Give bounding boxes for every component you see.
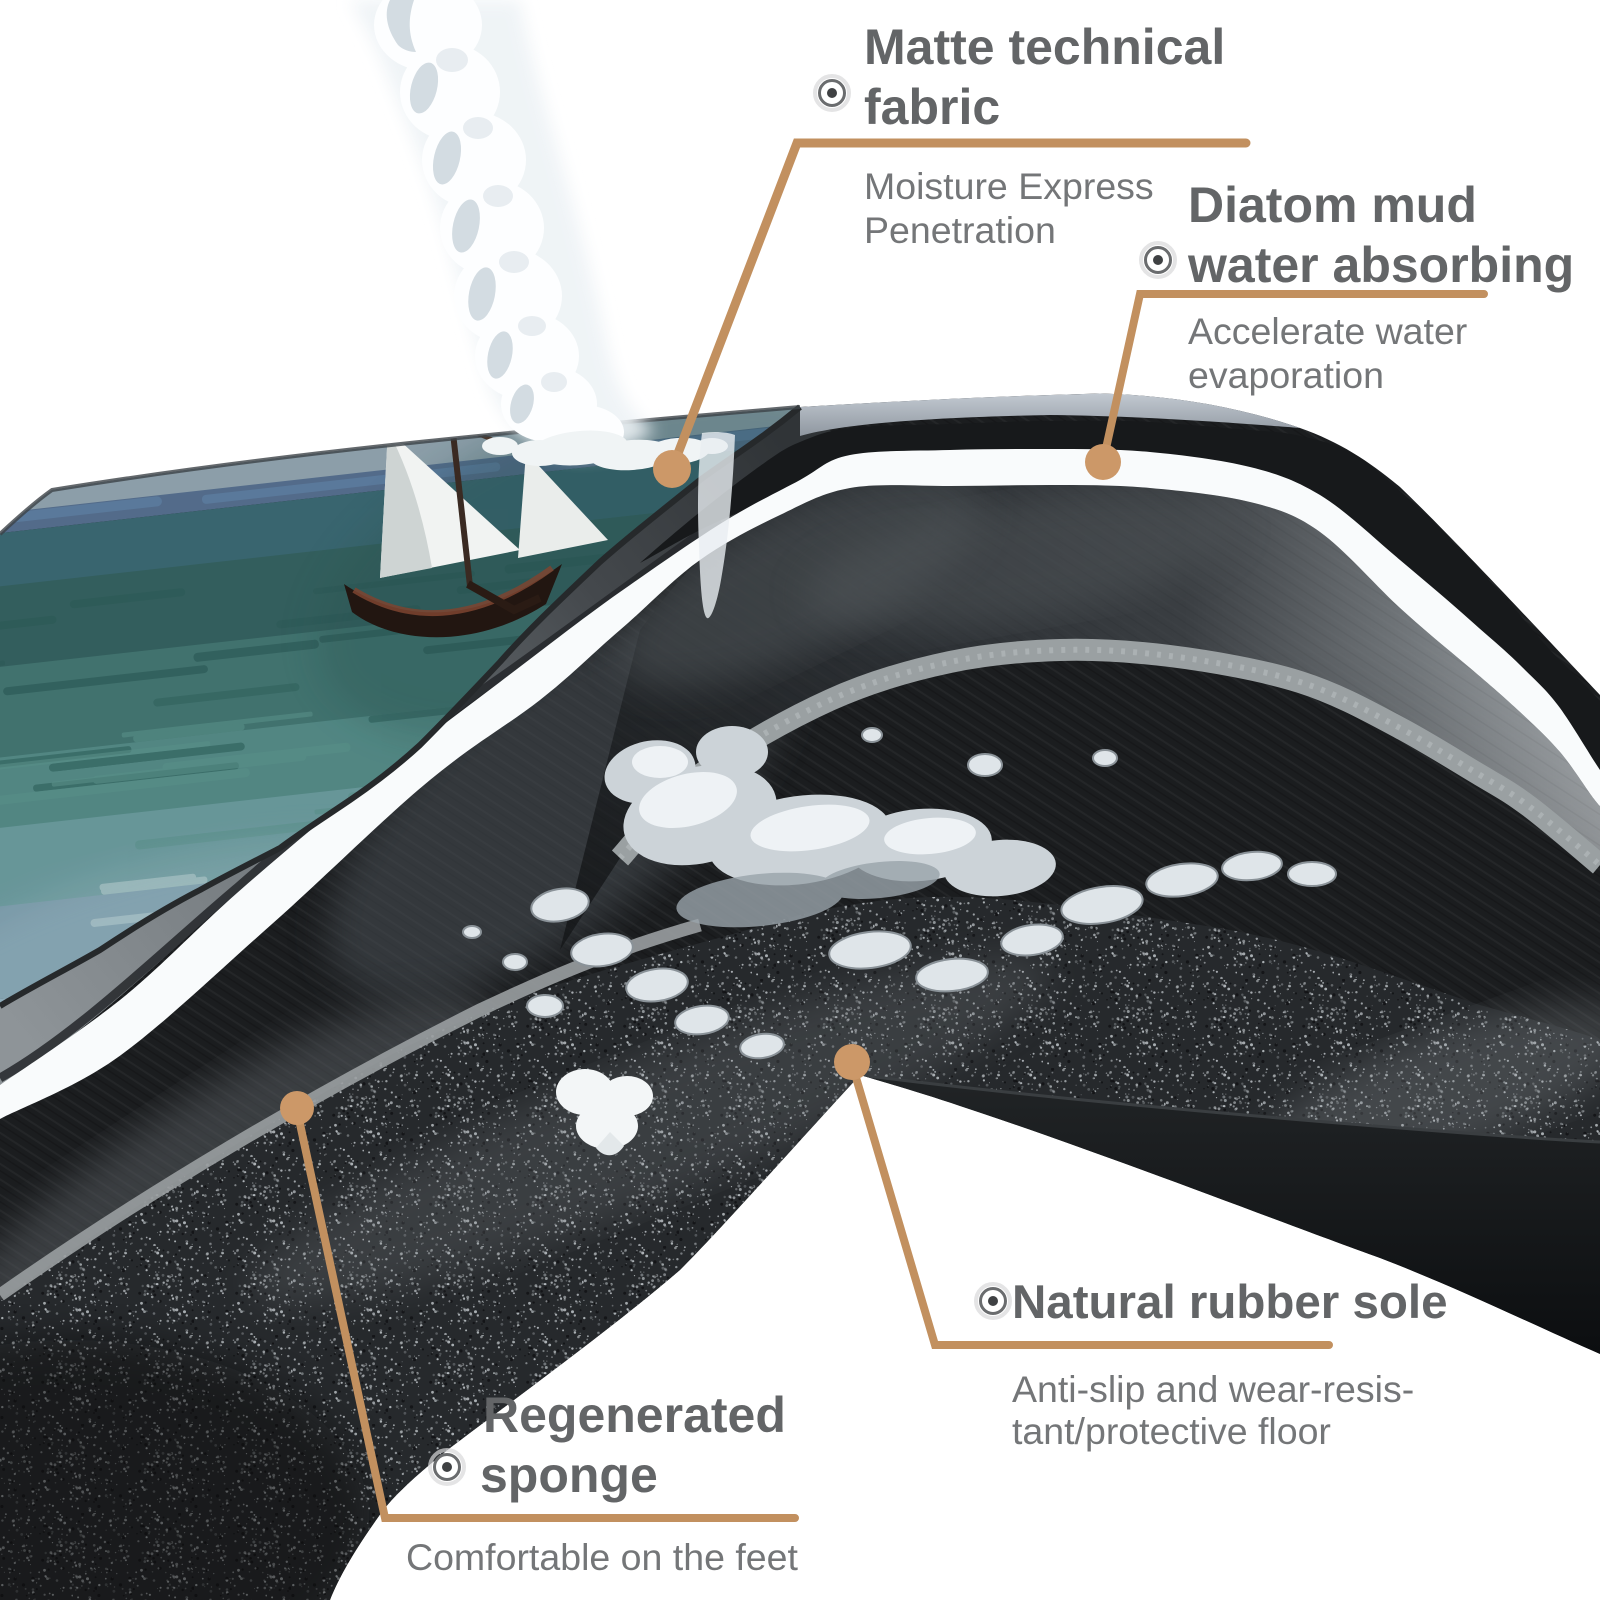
svg-text:water absorbing: water absorbing bbox=[1187, 237, 1574, 293]
svg-text:Diatom mud: Diatom mud bbox=[1188, 177, 1477, 233]
svg-text:evaporation: evaporation bbox=[1188, 354, 1384, 396]
svg-text:sponge: sponge bbox=[480, 1447, 658, 1503]
svg-text:tant/protective floor: tant/protective floor bbox=[1012, 1410, 1331, 1452]
svg-text:Penetration: Penetration bbox=[864, 209, 1056, 251]
svg-text:Comfortable on the feet: Comfortable on the feet bbox=[406, 1536, 798, 1578]
svg-text:fabric: fabric bbox=[864, 79, 1000, 135]
svg-text:Regenerated: Regenerated bbox=[483, 1387, 786, 1443]
svg-text:Moisture Express: Moisture Express bbox=[864, 165, 1154, 207]
svg-text:Accelerate water: Accelerate water bbox=[1188, 310, 1467, 352]
svg-text:Anti-slip and wear-resis-: Anti-slip and wear-resis- bbox=[1012, 1368, 1414, 1410]
svg-text:Natural rubber sole: Natural rubber sole bbox=[1012, 1276, 1448, 1329]
svg-text:Matte technical: Matte technical bbox=[864, 19, 1225, 75]
